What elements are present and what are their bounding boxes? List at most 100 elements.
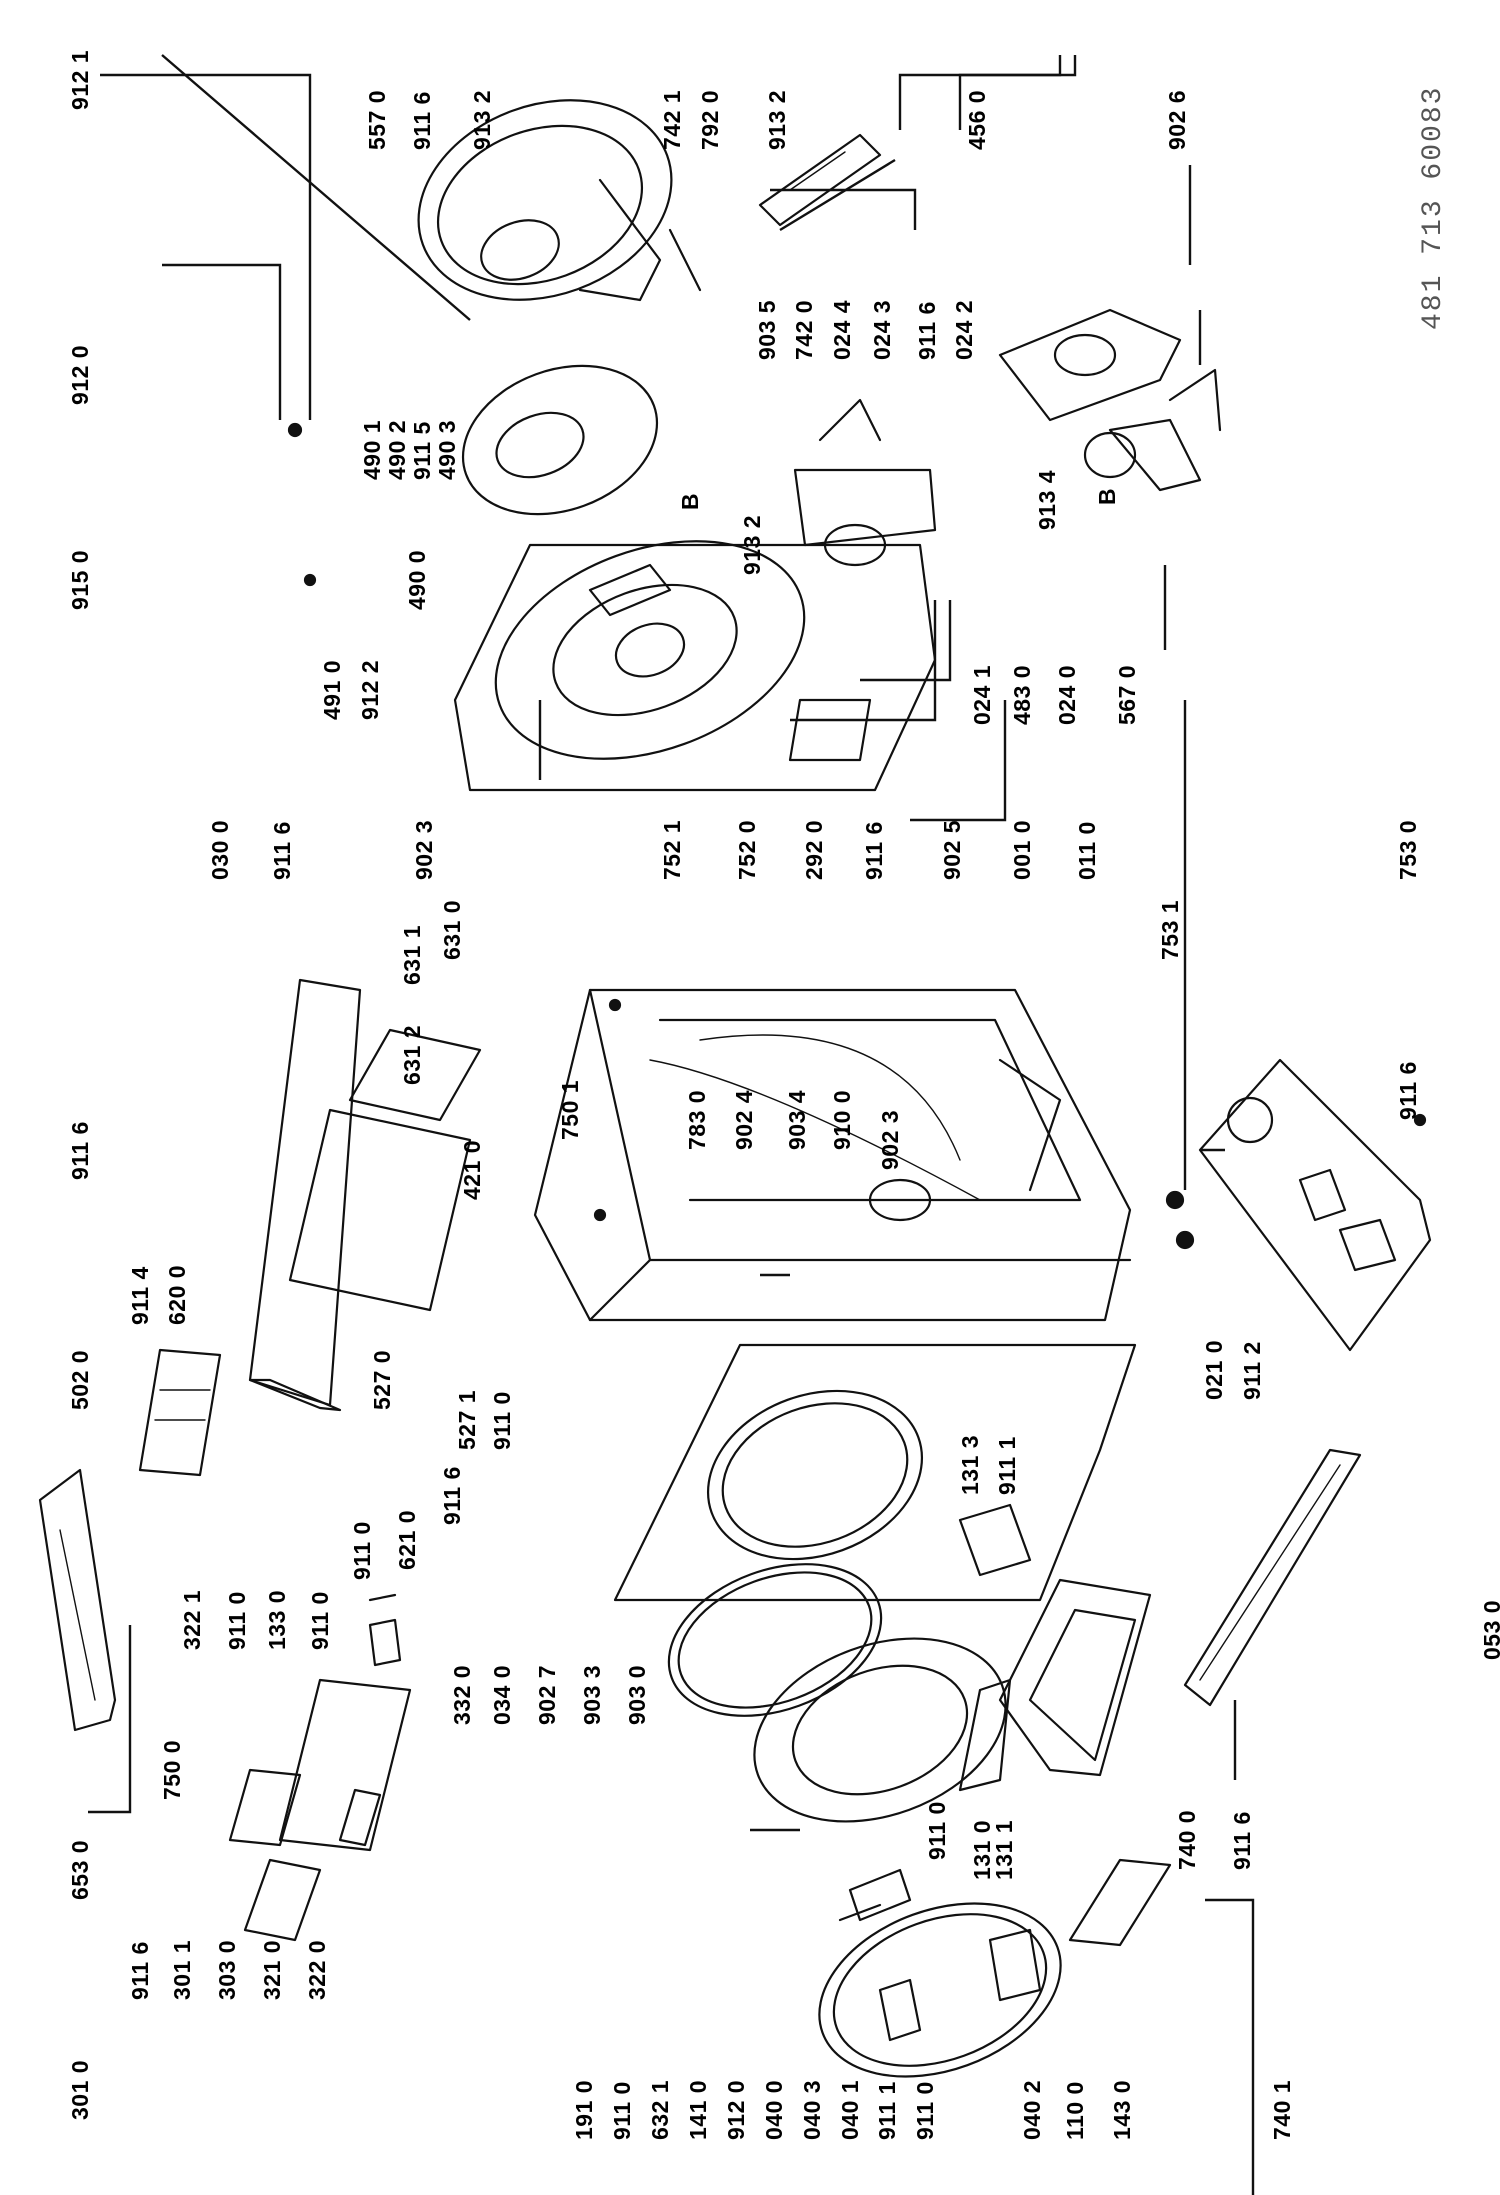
part-label: 911 0 <box>307 1591 333 1650</box>
part-label: 792 0 <box>697 90 723 150</box>
part-label: 911 6 <box>439 1466 465 1525</box>
part-label: 191 0 <box>571 2080 597 2140</box>
part-label: 903 4 <box>784 1090 810 1150</box>
part-label: 332 0 <box>449 1665 475 1725</box>
part-label: 631 2 <box>399 1025 425 1085</box>
part-label: 753 1 <box>1157 900 1183 960</box>
door-seal <box>667 1563 883 1717</box>
part-label: 001 0 <box>1009 820 1035 880</box>
part-label: 632 1 <box>647 2080 673 2140</box>
part-label: 011 0 <box>1074 821 1100 880</box>
part-label: 301 1 <box>169 1940 195 2000</box>
control-bracket <box>288 1028 482 1312</box>
part-label: 322 1 <box>179 1590 205 1650</box>
part-label: 902 7 <box>534 1665 560 1725</box>
part-label: 902 3 <box>877 1110 903 1170</box>
part-label: 740 1 <box>1269 2080 1295 2140</box>
part-label: 021 0 <box>1201 1340 1227 1400</box>
part-label: 527 1 <box>454 1390 480 1450</box>
part-label: 456 0 <box>964 90 990 150</box>
document-number: 481 713 60083 <box>1418 86 1449 330</box>
part-label: 742 0 <box>791 300 817 360</box>
part-label: 752 0 <box>734 820 760 880</box>
door-frame <box>753 1637 1012 1823</box>
part-number-labels: 912 1 557 0 911 6 913 2 742 1 792 0 913 … <box>67 50 1500 2140</box>
part-label: 911 0 <box>609 2081 635 2140</box>
part-label: 913 4 <box>1034 470 1060 530</box>
part-label: 911 6 <box>914 301 940 360</box>
part-label: 491 0 <box>319 660 345 720</box>
part-label: 911 6 <box>67 1121 93 1180</box>
part-label: 742 1 <box>659 90 685 150</box>
rear-panel <box>453 468 937 792</box>
part-label: 131 1 <box>991 1820 1017 1880</box>
part-label: 902 4 <box>731 1090 757 1150</box>
part-label: 752 1 <box>659 820 685 880</box>
part-label: 131 3 <box>957 1435 983 1495</box>
part-label: 034 0 <box>489 1665 515 1725</box>
part-label: 911 0 <box>924 1801 950 1860</box>
part-label: 903 3 <box>579 1665 605 1725</box>
part-label: 024 4 <box>829 300 855 360</box>
part-label: 783 0 <box>684 1090 710 1150</box>
part-label: 912 0 <box>723 2080 749 2140</box>
part-label: 567 0 <box>1114 665 1140 725</box>
part-label: 750 0 <box>159 1740 185 1800</box>
part-label: 024 0 <box>1054 665 1080 725</box>
part-label: 911 0 <box>489 1391 515 1450</box>
part-label: B <box>677 493 703 510</box>
part-label: 912 2 <box>357 660 383 720</box>
part-label: 903 5 <box>754 300 780 360</box>
part-label: 910 0 <box>829 1090 855 1150</box>
part-label: 911 4 <box>127 1266 153 1325</box>
part-label: 911 6 <box>409 91 435 150</box>
part-label: 912 0 <box>67 345 93 405</box>
part-label: 024 1 <box>969 665 995 725</box>
part-label: 490 0 <box>404 550 430 610</box>
rear-drum-assembly <box>417 99 702 516</box>
part-label: 110 0 <box>1062 2081 1088 2140</box>
hinge-bracket <box>368 1593 402 1667</box>
fascia-panel <box>228 1678 412 1942</box>
part-label: 040 0 <box>761 2080 787 2140</box>
filter-housing <box>1068 1858 1172 1947</box>
part-label: 913 2 <box>764 90 790 150</box>
control-board <box>138 1348 222 1477</box>
part-label: 040 3 <box>799 2080 825 2140</box>
part-label: 133 0 <box>264 1590 290 1650</box>
part-label: 024 2 <box>951 300 977 360</box>
part-label: 631 1 <box>399 925 425 985</box>
document-number-text: 481 713 60083 <box>1418 86 1449 330</box>
part-label: 912 1 <box>67 50 93 110</box>
part-label: 620 0 <box>164 1265 190 1325</box>
part-label: 143 0 <box>1109 2080 1135 2140</box>
part-label: 490 1 <box>359 420 385 480</box>
bracket-456 <box>758 133 882 227</box>
door-outer <box>818 1902 1062 2078</box>
part-label: 301 0 <box>67 2060 93 2120</box>
part-label: 292 0 <box>801 820 827 880</box>
part-label: 053 0 <box>1479 1600 1500 1660</box>
part-label: 131 0 <box>969 1820 995 1880</box>
part-label: 024 3 <box>869 300 895 360</box>
heater-assembly <box>818 308 1222 492</box>
part-label: 040 2 <box>1019 2080 1045 2140</box>
part-label: 902 6 <box>1164 90 1190 150</box>
part-label: 903 0 <box>624 1665 650 1725</box>
part-label: 902 3 <box>411 820 437 880</box>
part-label: 621 0 <box>394 1510 420 1570</box>
part-label: 911 1 <box>994 1436 1020 1495</box>
part-label: 490 3 <box>434 420 460 480</box>
part-label: 911 6 <box>127 1941 153 2000</box>
part-label: 911 6 <box>861 821 887 880</box>
part-label: 915 0 <box>67 550 93 610</box>
part-label: 653 0 <box>67 1840 93 1900</box>
diagram-artwork <box>38 99 1432 2078</box>
part-label: 911 1 <box>874 2081 900 2140</box>
part-label: 303 0 <box>214 1940 240 2000</box>
part-label: 631 0 <box>439 900 465 960</box>
leader-lines <box>88 54 1255 2195</box>
part-label: 557 0 <box>364 90 390 150</box>
part-label: 483 0 <box>1009 665 1035 725</box>
